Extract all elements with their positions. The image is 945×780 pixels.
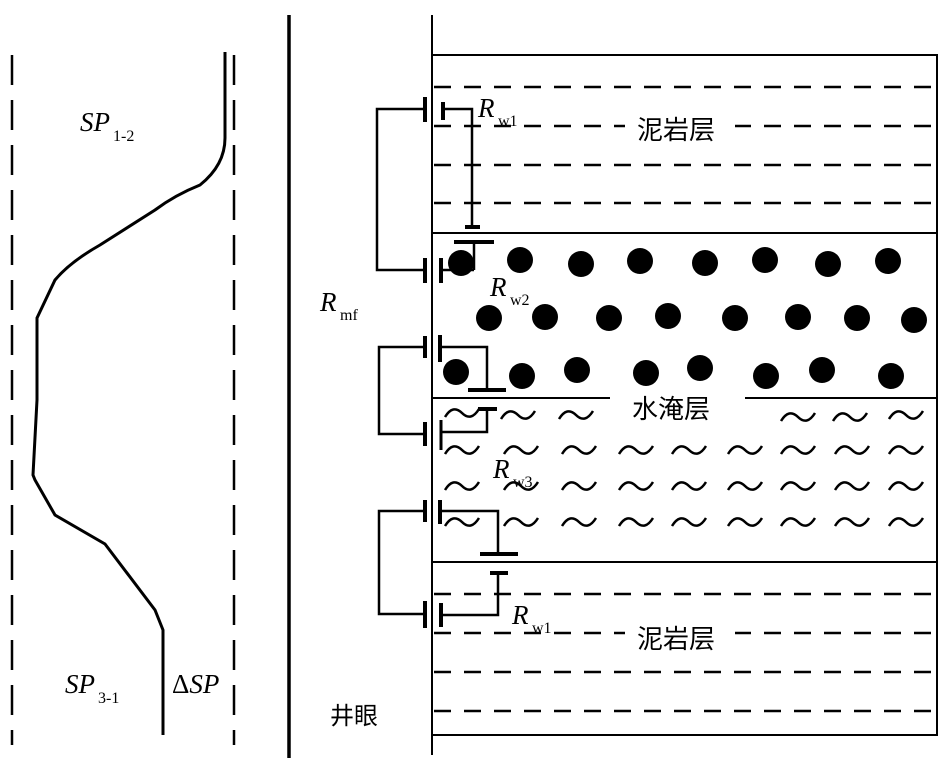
water-wave-mark [779, 517, 817, 527]
delta-sp-label: ΔSP [172, 669, 219, 699]
water-wave-mark [560, 517, 598, 527]
circuit-mud-sand [375, 97, 494, 283]
water-wave-mark [557, 410, 595, 420]
water-wave-mark [617, 445, 655, 455]
circuit-sand-flooded [377, 335, 506, 450]
water-wave-mark [887, 517, 925, 527]
sand-grain-dot [815, 251, 841, 277]
water-wave-mark [726, 481, 764, 491]
sp12-label: SP [80, 107, 110, 137]
sp-curve [31, 52, 227, 735]
layer-label-mudstone-top: 泥岩层 [637, 116, 715, 146]
sandstone-pattern [443, 247, 927, 389]
water-wave-mark [833, 481, 871, 491]
rw2-sub: w2 [510, 292, 530, 309]
sand-grain-dot [596, 305, 622, 331]
water-wave-mark [443, 481, 481, 491]
sp12-sub: 1-2 [113, 128, 134, 145]
water-wave-mark [502, 517, 540, 527]
water-wave-mark [670, 481, 708, 491]
rw3-sub: w3 [513, 474, 533, 491]
water-wave-mark [887, 410, 925, 420]
sand-grain-dot [844, 305, 870, 331]
sand-grain-dot [476, 305, 502, 331]
rmf-sub: mf [340, 307, 358, 324]
circuit-flooded-mud [377, 500, 518, 628]
sand-grain-dot [655, 303, 681, 329]
layer-label-flooded: 水淹层 [632, 395, 710, 425]
water-wave-mark [779, 481, 817, 491]
water-wave-mark [779, 445, 817, 455]
water-wave-mark [443, 408, 481, 418]
sand-grain-dot [532, 304, 558, 330]
water-wave-mark [560, 481, 598, 491]
sand-grain-dot [722, 305, 748, 331]
water-wave-mark [831, 412, 869, 422]
water-wave-mark [617, 517, 655, 527]
sand-grain-dot [875, 248, 901, 274]
sand-grain-dot [878, 363, 904, 389]
rw1-top-label: R [477, 93, 495, 123]
water-wave-mark [887, 481, 925, 491]
rw1-bottom-label: R [511, 600, 529, 630]
wellbore-panel: 泥岩层 水淹层 泥岩层 井眼 R mf R w1 R w2 [319, 15, 938, 755]
wellbore-label: 井眼 [330, 702, 378, 730]
rmf-label: R [319, 287, 337, 317]
rw3-label: R [492, 454, 510, 484]
sand-grain-dot [753, 363, 779, 389]
water-wave-mark [887, 445, 925, 455]
rw1-top-sub: w1 [498, 113, 518, 130]
water-wave-mark [443, 517, 481, 527]
water-wave-mark [779, 412, 817, 422]
sand-grain-dot [448, 250, 474, 276]
sand-grain-dot [568, 251, 594, 277]
formation-frame [431, 54, 938, 736]
sp31-sub: 3-1 [98, 690, 119, 707]
mud-bot-label-bg [625, 622, 735, 652]
rw1-bottom-sub: w1 [532, 620, 552, 637]
water-wave-mark [502, 481, 540, 491]
sand-grain-dot [507, 247, 533, 273]
sand-grain-dot [752, 247, 778, 273]
sand-grain-dot [509, 363, 535, 389]
water-wave-mark [443, 445, 481, 455]
water-wave-mark [670, 517, 708, 527]
sand-grain-dot [692, 250, 718, 276]
water-wave-mark [670, 445, 708, 455]
water-wave-mark [833, 445, 871, 455]
sand-grain-dot [809, 357, 835, 383]
mud-top-label-bg [625, 112, 735, 142]
sp31-label: SP [65, 669, 95, 699]
sand-grain-dot [785, 304, 811, 330]
water-wave-mark [726, 517, 764, 527]
water-wave-mark [560, 445, 598, 455]
water-wave-mark [617, 481, 655, 491]
water-wave-mark [833, 517, 871, 527]
rw2-label: R [489, 272, 507, 302]
water-wave-mark [502, 445, 540, 455]
water-wave-mark [499, 410, 537, 420]
sand-grain-dot [627, 248, 653, 274]
water-wave-mark [726, 445, 764, 455]
sp-log-track: SP 1-2 SP 3-1 ΔSP [10, 52, 236, 745]
delta-symbol: Δ [172, 669, 189, 699]
sand-grain-dot [901, 307, 927, 333]
sand-grain-dot [564, 357, 590, 383]
layer-label-mudstone-bottom: 泥岩层 [637, 625, 715, 655]
sand-grain-dot [443, 359, 469, 385]
delta-sp-text: SP [189, 669, 219, 699]
sand-grain-dot [633, 360, 659, 386]
sand-grain-dot [687, 355, 713, 381]
flooded-pattern [443, 408, 925, 527]
